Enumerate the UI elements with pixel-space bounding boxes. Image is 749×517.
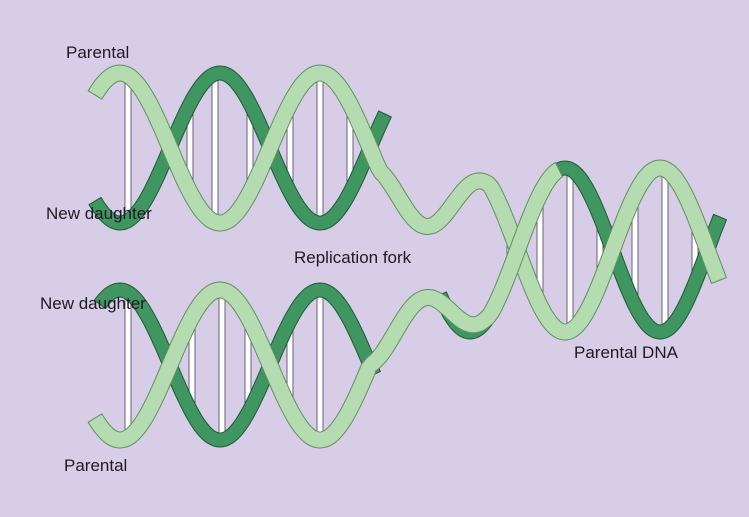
base-pair-13 [316, 72, 324, 224]
base-pair-5 [661, 168, 669, 332]
base-pair-15 [124, 291, 132, 439]
base-pair-21 [316, 289, 324, 441]
new-daughter-strand-top [88, 65, 392, 231]
front-strands [87, 64, 727, 449]
label-replication-fork: Replication fork [294, 248, 412, 267]
label-parental-top: Parental [66, 43, 130, 62]
base-pair-2 [566, 168, 574, 332]
label-parental-dna: Parental DNA [574, 343, 678, 362]
label-parental-bottom: Parental [64, 456, 128, 475]
parental-strand-bottom [87, 162, 564, 449]
base-pair-7 [124, 74, 132, 222]
new-daughter-strand-bottom [93, 282, 381, 448]
parental-strand-top [87, 64, 727, 341]
base-pair-18 [218, 289, 226, 441]
label-new-daughter-bottom: New daughter [40, 294, 146, 313]
base-pair-10 [211, 73, 219, 223]
label-new-daughter-top: New daughter [46, 204, 152, 223]
